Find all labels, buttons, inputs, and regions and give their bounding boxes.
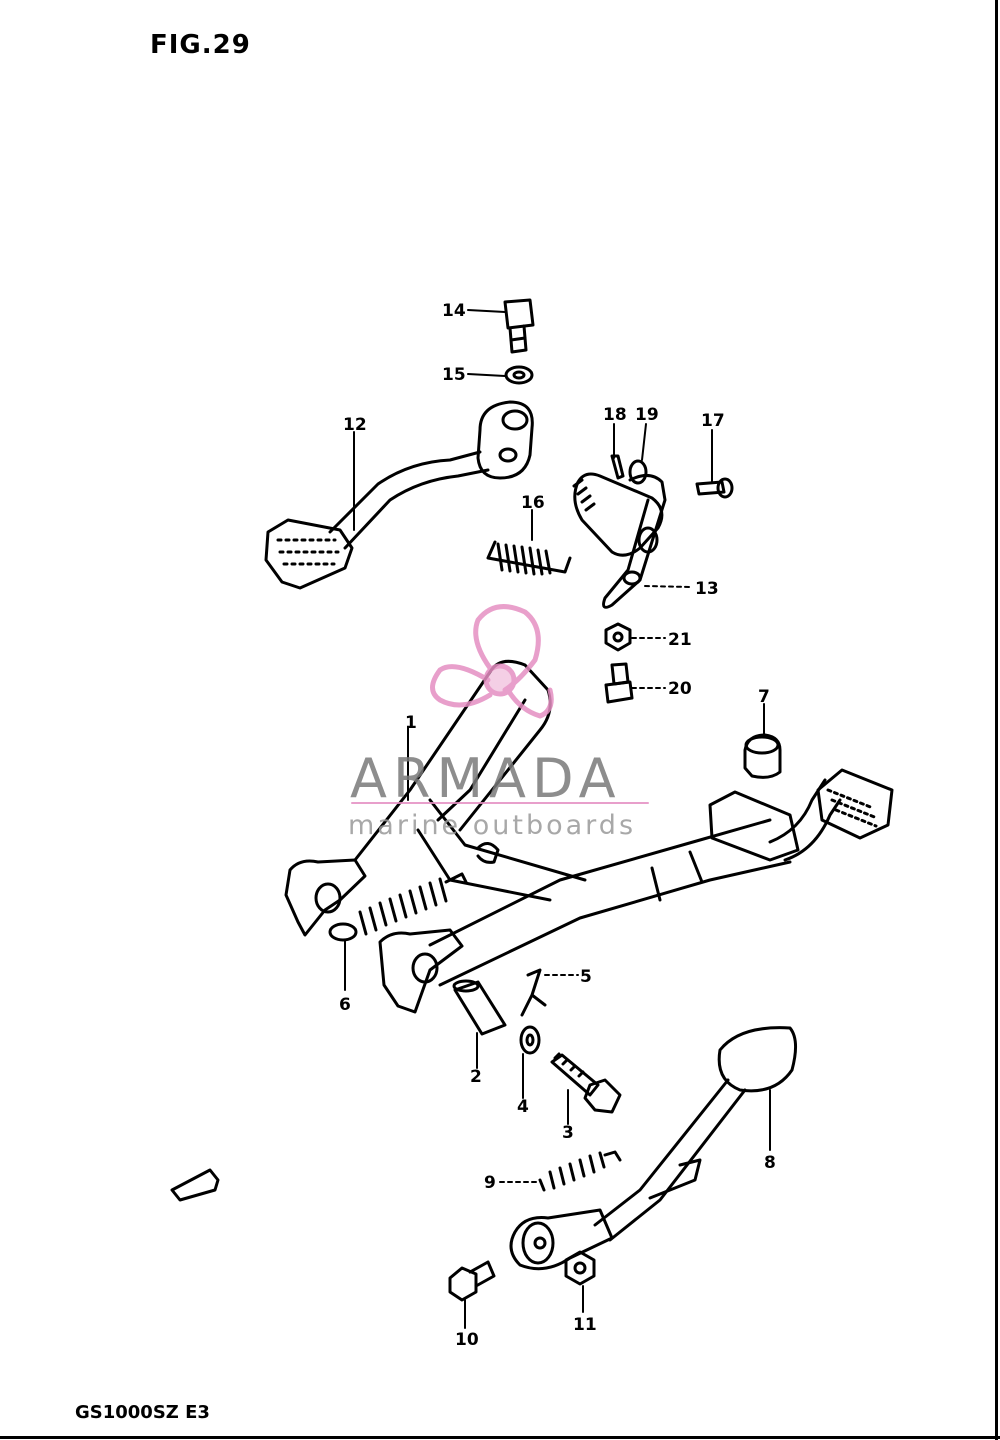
part-4-washer (519, 1025, 541, 1055)
part-15-washer (504, 365, 534, 385)
figure-title: FIG.29 (150, 30, 251, 60)
callout-21: 21 (668, 630, 692, 650)
callout-5: 5 (580, 967, 592, 987)
part-19-washer (628, 459, 648, 485)
watermark-logo: ARMADA marine outboards (348, 604, 649, 841)
callout-8: 8 (764, 1153, 776, 1173)
watermark-brand: ARMADA (350, 747, 622, 810)
callout-7: 7 (758, 687, 770, 707)
leader-lines (344, 309, 771, 1329)
callout-9: 9 (484, 1173, 496, 1193)
part-12-brake-pedal (264, 400, 534, 590)
part-17-pin (695, 477, 734, 499)
front-arrow-icon (170, 1168, 220, 1202)
callout-4: 4 (517, 1097, 529, 1117)
bottom-border-line (0, 1436, 1000, 1439)
callout-16: 16 (521, 493, 545, 513)
callout-17: 17 (701, 411, 725, 431)
part-7-rubber-stopper (743, 733, 782, 779)
part-2-spacer (452, 979, 507, 1036)
callout-13: 13 (695, 579, 719, 599)
part-14-bolt (503, 298, 535, 354)
part-20-bolt (604, 662, 634, 704)
part-5-clip (520, 968, 547, 1017)
callout-6: 6 (339, 995, 351, 1015)
callout-14: 14 (442, 301, 466, 321)
part-18-cotter-pin (610, 454, 625, 480)
callout-2: 2 (470, 1067, 482, 1087)
callout-12: 12 (343, 415, 367, 435)
model-code-label: GS1000SZ E3 (75, 1402, 210, 1423)
callout-1: 1 (405, 713, 417, 733)
callout-15: 15 (442, 365, 466, 385)
callout-11: 11 (573, 1315, 597, 1335)
callout-numbers: 1 2 3 4 5 6 7 8 9 10 11 12 13 14 15 16 1… (339, 301, 776, 1350)
part-10-bolt (448, 1260, 496, 1302)
part-3-bolt (550, 1052, 622, 1114)
right-border-line (995, 0, 998, 1440)
watermark-tagline: marine outboards (348, 810, 636, 841)
propeller-icon (430, 604, 554, 719)
callout-18: 18 (603, 405, 627, 425)
part-8-side-stand (509, 1026, 797, 1271)
part-16-spring (486, 540, 572, 576)
callout-10: 10 (455, 1330, 479, 1350)
callout-3: 3 (562, 1123, 574, 1143)
part-13-brake-arm (572, 472, 667, 609)
callout-19: 19 (635, 405, 659, 425)
part-6-circlip (328, 922, 358, 942)
part-21-nut (604, 622, 632, 652)
stand-spring (358, 872, 468, 936)
part-9-spring (538, 1150, 622, 1192)
stand-clip (476, 842, 500, 864)
callout-20: 20 (668, 679, 692, 699)
part-11-nut (564, 1250, 596, 1286)
